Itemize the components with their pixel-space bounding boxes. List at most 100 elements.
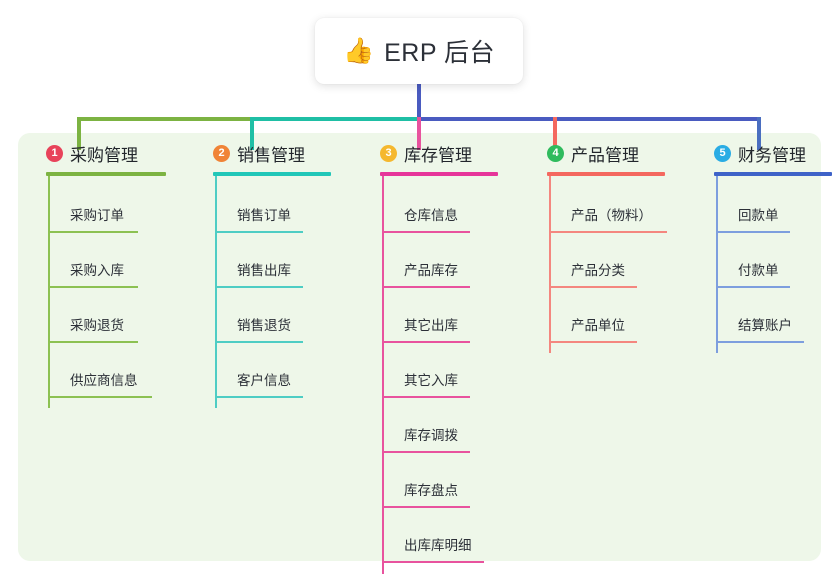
menu-item-underline (48, 341, 138, 343)
menu-item-label: 结算账户 (738, 318, 792, 333)
menu-item-label: 产品库存 (404, 263, 458, 278)
menu-item-underline (215, 396, 303, 398)
menu-item[interactable]: 产品（物料） (549, 178, 692, 233)
menu-item-underline (215, 286, 303, 288)
menu-item-label: 库存调拨 (404, 428, 458, 443)
menu-item-underline (716, 286, 790, 288)
column-header-3[interactable]: 3 库存管理 (360, 140, 525, 166)
menu-item[interactable]: 销售出库 (215, 233, 353, 288)
menu-item-label: 仓库信息 (404, 208, 458, 223)
menu-item[interactable]: 销售订单 (215, 178, 353, 233)
menu-item-underline (215, 341, 303, 343)
column-title-5: 财务管理 (738, 145, 806, 165)
menu-item[interactable]: 客户信息 (215, 343, 353, 398)
menu-item[interactable]: 产品单位 (549, 288, 692, 343)
menu-item-underline (716, 341, 804, 343)
column-3: 3 库存管理仓库信息产品库存其它出库其它入库库存调拨库存盘点出库库明细 (360, 140, 525, 574)
thumbs-up-icon: 👍 (342, 36, 375, 65)
menu-item-underline (215, 231, 303, 233)
column-header-2[interactable]: 2 销售管理 (193, 140, 353, 166)
menu-item-label: 其它入库 (404, 373, 458, 388)
menu-item[interactable]: 其它出库 (382, 288, 525, 343)
menu-item[interactable]: 采购订单 (48, 178, 186, 233)
column-items-5: 回款单付款单结算账户 (716, 176, 839, 353)
menu-item-label: 产品单位 (571, 318, 625, 333)
menu-item[interactable]: 回款单 (716, 178, 839, 233)
column-items-3: 仓库信息产品库存其它出库其它入库库存调拨库存盘点出库库明细 (382, 176, 525, 574)
menu-item[interactable]: 库存调拨 (382, 398, 525, 453)
column-items-1: 采购订单采购入库采购退货供应商信息 (48, 176, 186, 408)
menu-item-underline (382, 451, 470, 453)
menu-item[interactable]: 结算账户 (716, 288, 839, 343)
column-header-4[interactable]: 4 产品管理 (527, 140, 692, 166)
menu-item[interactable]: 销售退货 (215, 288, 353, 343)
menu-item-label: 付款单 (738, 263, 779, 278)
column-2: 2 销售管理销售订单销售出库销售退货客户信息 (193, 140, 353, 408)
column-badge-3: 3 (380, 144, 397, 162)
menu-item-label: 销售出库 (237, 263, 291, 278)
menu-item-label: 采购订单 (70, 208, 124, 223)
menu-item-underline (48, 396, 152, 398)
column-spine-3 (382, 176, 384, 574)
column-1: 1 采购管理采购订单采购入库采购退货供应商信息 (26, 140, 186, 408)
column-spine-5 (716, 176, 718, 353)
menu-item-underline (382, 286, 470, 288)
menu-item-label: 库存盘点 (404, 483, 458, 498)
column-badge-5: 5 (714, 144, 731, 162)
menu-item[interactable]: 采购退货 (48, 288, 186, 343)
column-header-rule-3 (380, 172, 498, 176)
menu-item-underline (382, 506, 470, 508)
column-badge-1: 1 (46, 144, 63, 162)
menu-item-underline (48, 231, 138, 233)
menu-item-label: 销售订单 (237, 208, 291, 223)
menu-item-label: 产品（物料） (571, 208, 652, 223)
menu-item-underline (549, 231, 667, 233)
column-title-2: 销售管理 (237, 145, 305, 165)
menu-item-label: 供应商信息 (70, 373, 138, 388)
menu-item-label: 采购入库 (70, 263, 124, 278)
menu-item[interactable]: 采购入库 (48, 233, 186, 288)
menu-item[interactable]: 产品库存 (382, 233, 525, 288)
menu-item[interactable]: 其它入库 (382, 343, 525, 398)
column-badge-2: 2 (213, 144, 230, 162)
menu-item-underline (382, 561, 484, 563)
menu-item[interactable]: 产品分类 (549, 233, 692, 288)
column-header-5[interactable]: 5 财务管理 (694, 140, 839, 166)
menu-item-underline (549, 341, 637, 343)
column-items-4: 产品（物料） 产品分类产品单位 (549, 176, 692, 353)
column-5: 5 财务管理回款单付款单结算账户 (694, 140, 839, 353)
column-header-rule-2 (213, 172, 331, 176)
column-spine-4 (549, 176, 551, 353)
menu-item-underline (382, 396, 470, 398)
column-badge-4: 4 (547, 144, 564, 162)
menu-item-underline (716, 231, 790, 233)
menu-item-label: 出库库明细 (404, 538, 472, 553)
column-spine-2 (215, 176, 217, 408)
menu-item-label: 采购退货 (70, 318, 124, 333)
menu-item-label: 客户信息 (237, 373, 291, 388)
menu-item[interactable]: 付款单 (716, 233, 839, 288)
menu-item-label: 销售退货 (237, 318, 291, 333)
column-header-rule-5 (714, 172, 832, 176)
column-header-rule-1 (46, 172, 166, 176)
column-title-3: 库存管理 (404, 145, 472, 165)
menu-item-underline (549, 286, 637, 288)
menu-item-label: 产品分类 (571, 263, 625, 278)
menu-item-underline (48, 286, 138, 288)
page-title: ERP 后台 (384, 39, 496, 67)
menu-item-underline (382, 341, 470, 343)
column-title-1: 采购管理 (70, 145, 138, 165)
menu-item[interactable]: 出库库明细 (382, 508, 525, 563)
menu-item[interactable]: 库存盘点 (382, 453, 525, 508)
menu-item[interactable]: 供应商信息 (48, 343, 186, 398)
menu-item-label: 回款单 (738, 208, 779, 223)
column-4: 4 产品管理产品（物料） 产品分类产品单位 (527, 140, 692, 353)
root-node-erp-backend[interactable]: 👍 ERP 后台 (315, 18, 523, 84)
menu-item-label: 其它出库 (404, 318, 458, 333)
menu-item[interactable]: 仓库信息 (382, 178, 525, 233)
column-items-2: 销售订单销售出库销售退货客户信息 (215, 176, 353, 408)
menu-item-underline (382, 231, 470, 233)
column-header-1[interactable]: 1 采购管理 (26, 140, 186, 166)
column-title-4: 产品管理 (571, 145, 639, 165)
diagram-board (18, 133, 821, 561)
